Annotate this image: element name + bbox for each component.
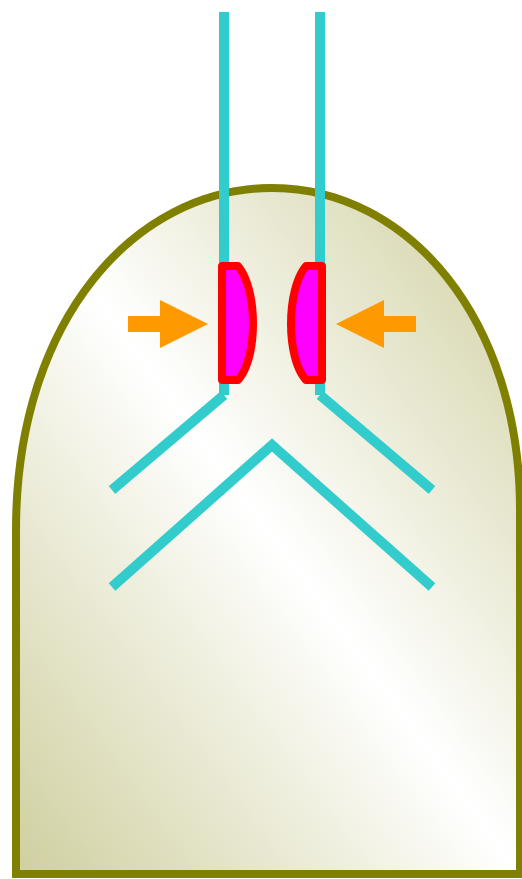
right-clamp-body <box>291 266 322 380</box>
left-clamp-body <box>222 266 253 380</box>
left-clamp <box>222 266 253 380</box>
housing-chamber <box>16 188 520 874</box>
right-clamp <box>291 266 322 380</box>
